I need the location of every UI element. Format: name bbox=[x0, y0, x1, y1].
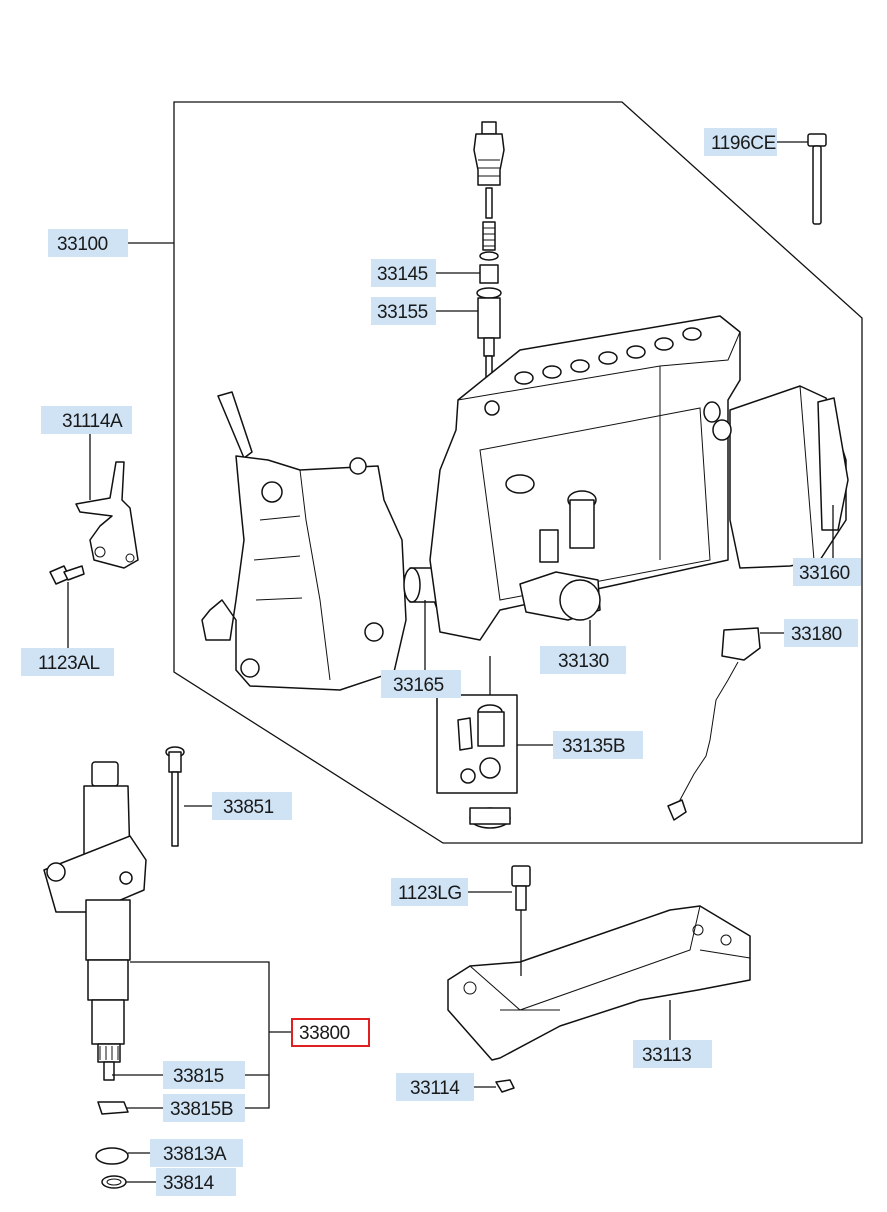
callout-label: 1123LG bbox=[398, 883, 462, 904]
callout-33114[interactable]: 33114 bbox=[396, 1073, 474, 1101]
callout-label: 33130 bbox=[558, 651, 609, 672]
bracket-31114A-drawing bbox=[75, 461, 139, 569]
callout-31114A[interactable]: 31114A bbox=[41, 406, 132, 434]
callout-label: 33155 bbox=[377, 302, 428, 323]
callout-label: 31114A bbox=[62, 411, 123, 432]
stud-33851-drawing bbox=[165, 746, 185, 847]
callout-33135B[interactable]: 33135B bbox=[553, 731, 643, 759]
callout-label: 33135B bbox=[562, 736, 625, 757]
delivery-valve-drawing bbox=[473, 121, 505, 379]
callout-label: 33114 bbox=[410, 1078, 460, 1099]
bolt-1196CE-drawing bbox=[807, 133, 827, 225]
switch-33180-drawing bbox=[667, 627, 761, 821]
leader-lines bbox=[67, 141, 834, 1183]
callout-1123LG[interactable]: 1123LG bbox=[391, 878, 468, 906]
callout-label: 33180 bbox=[791, 624, 842, 645]
governor-housing-drawing bbox=[201, 391, 407, 691]
callout-1123AL[interactable]: 1123AL bbox=[21, 648, 114, 676]
bolt-1123LG-drawing bbox=[511, 865, 531, 911]
callout-label: 33165 bbox=[393, 675, 444, 696]
callout-33851[interactable]: 33851 bbox=[212, 792, 292, 820]
callout-label: 33851 bbox=[223, 797, 274, 818]
callout-33815B[interactable]: 33815B bbox=[163, 1094, 245, 1122]
bracket-33113-drawing bbox=[447, 905, 751, 1061]
injector-33800-drawing bbox=[43, 761, 147, 1081]
injector-seals-drawing bbox=[95, 1101, 129, 1189]
feed-pump-33130-drawing bbox=[519, 571, 601, 621]
bolt-1123AL-drawing bbox=[49, 565, 85, 585]
callout-33180[interactable]: 33180 bbox=[784, 619, 858, 647]
callout-33113[interactable]: 33113 bbox=[633, 1040, 712, 1068]
callout-33813A[interactable]: 33813A bbox=[150, 1139, 243, 1167]
callout-33815[interactable]: 33815 bbox=[163, 1061, 245, 1089]
callout-label: 33113 bbox=[642, 1045, 691, 1066]
callout-label: 33145 bbox=[377, 264, 428, 285]
callout-label: 33815B bbox=[170, 1099, 233, 1120]
callout-33155[interactable]: 33155 bbox=[371, 297, 436, 325]
callout-label: 33814 bbox=[163, 1173, 215, 1194]
callout-label: 33800 bbox=[299, 1023, 350, 1044]
nut-33114-drawing bbox=[495, 1079, 515, 1093]
kit-33135B-drawing bbox=[436, 694, 518, 829]
callout-33130[interactable]: 33130 bbox=[540, 646, 626, 674]
aux-unit-33160-drawing bbox=[703, 385, 849, 569]
callout-33165[interactable]: 33165 bbox=[381, 670, 461, 698]
callout-33814[interactable]: 33814 bbox=[156, 1168, 236, 1196]
callout-33160[interactable]: 33160 bbox=[793, 558, 861, 586]
callout-33100[interactable]: 33100 bbox=[48, 229, 128, 257]
callout-label: 33100 bbox=[57, 234, 108, 255]
callout-label: 1196CE bbox=[711, 133, 776, 154]
callout-label: 1123AL bbox=[38, 653, 100, 674]
assembly-outline bbox=[173, 101, 863, 844]
callout-label: 33813A bbox=[163, 1144, 227, 1165]
callout-1196CE[interactable]: 1196CE bbox=[704, 128, 777, 156]
callout-33145[interactable]: 33145 bbox=[371, 259, 436, 287]
callout-33800-selected[interactable]: 33800 bbox=[291, 1018, 370, 1047]
callout-label: 33160 bbox=[799, 563, 850, 584]
callout-label: 33815 bbox=[173, 1066, 224, 1087]
injection-pump-body-drawing bbox=[429, 315, 741, 641]
